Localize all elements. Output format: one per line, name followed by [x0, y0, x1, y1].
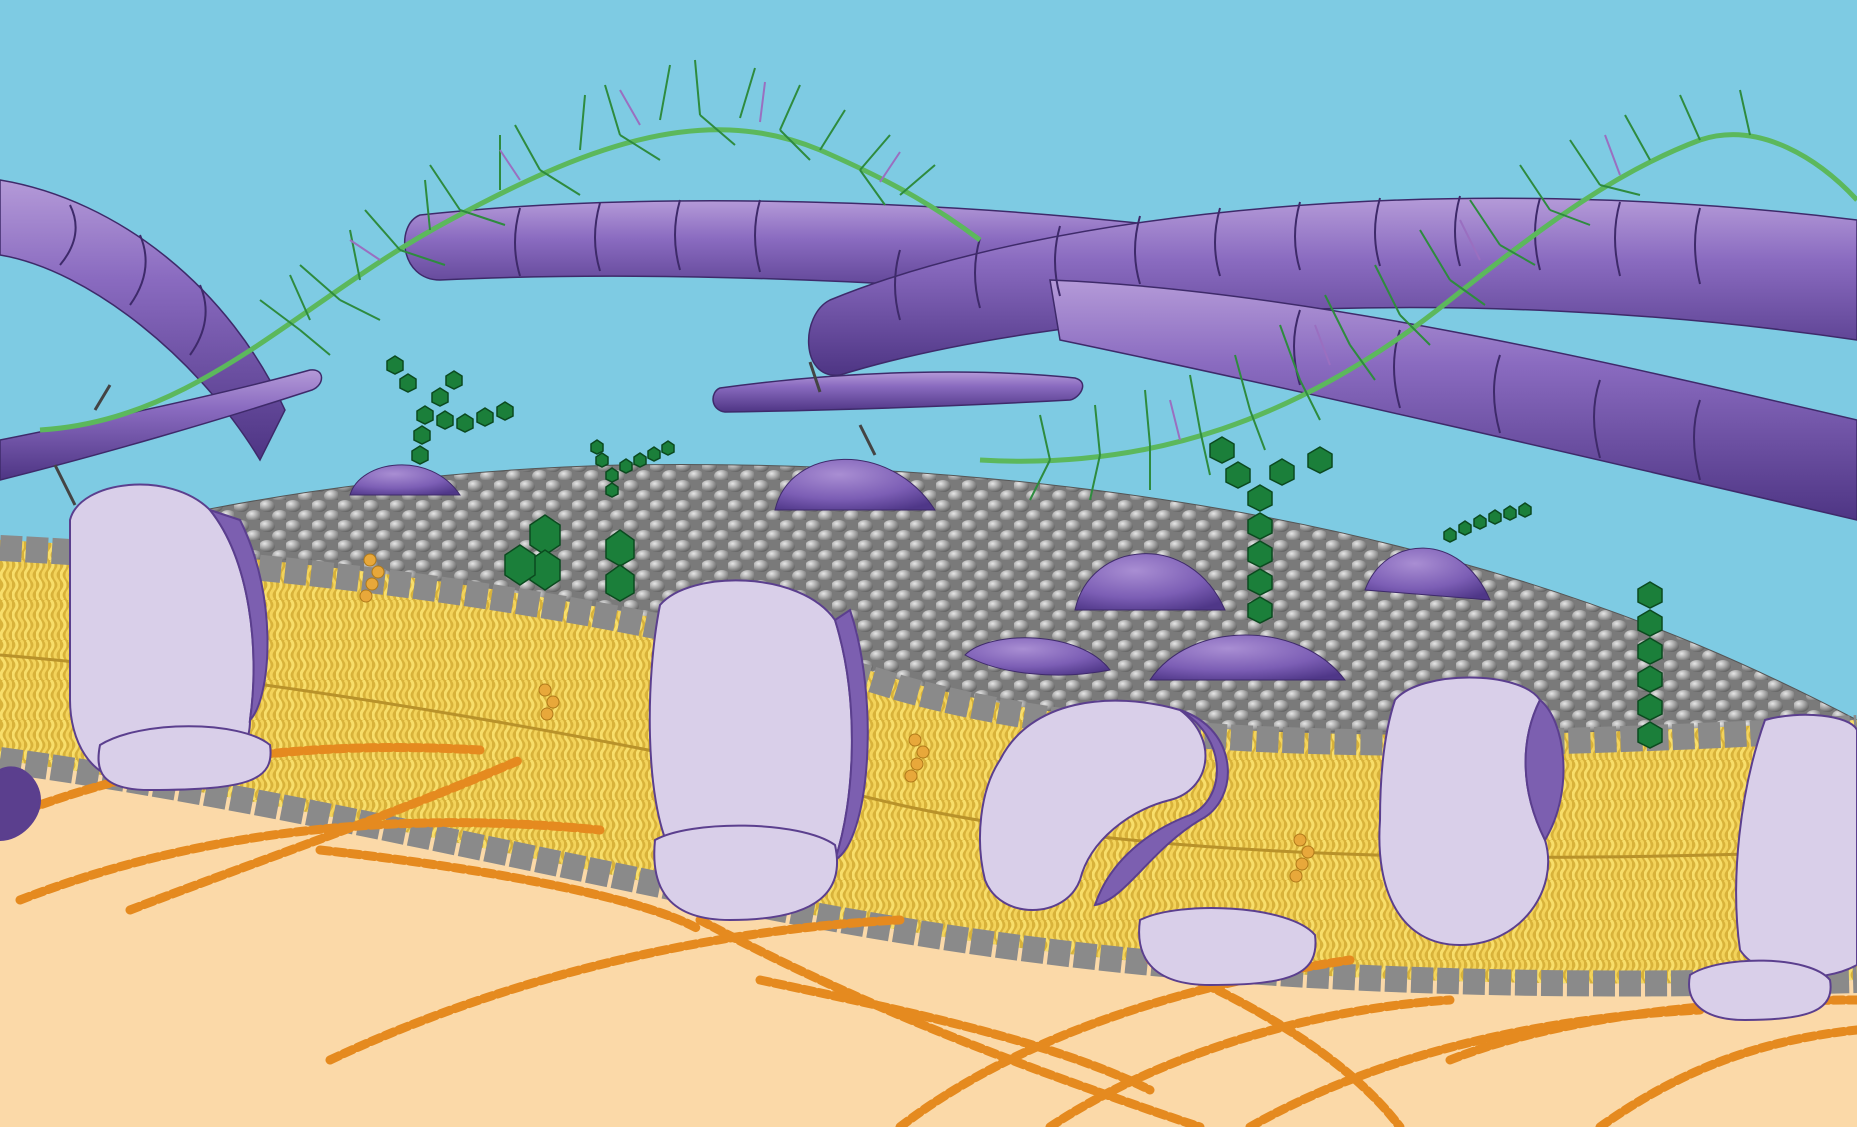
- integral-protein: [650, 580, 868, 920]
- integral-protein: [1379, 678, 1563, 946]
